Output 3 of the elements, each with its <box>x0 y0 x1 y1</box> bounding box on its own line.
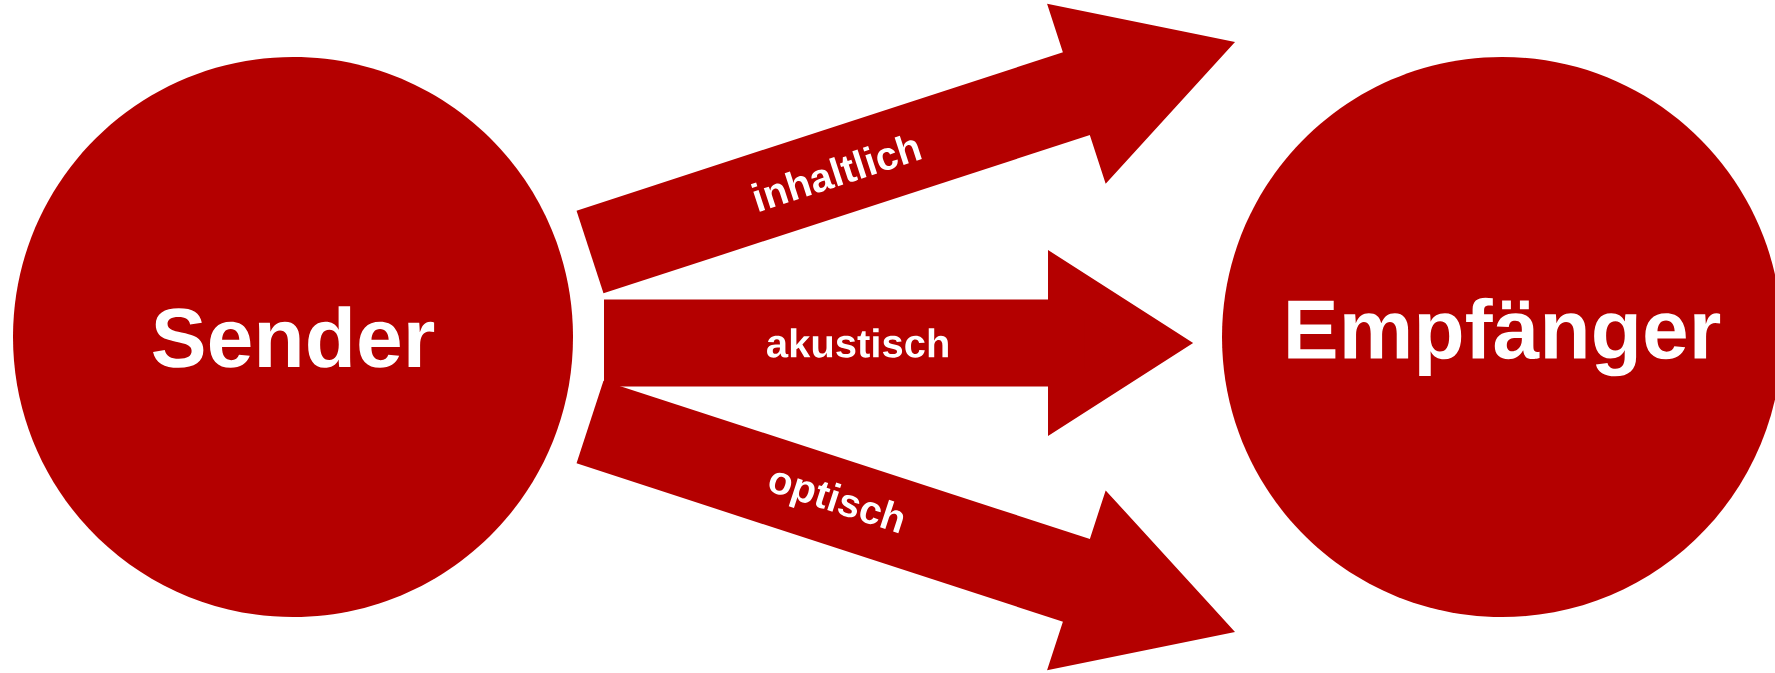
edge-label: akustisch <box>767 328 948 358</box>
circle-node: Sender <box>13 57 573 617</box>
edge-label: optisch <box>769 472 904 534</box>
